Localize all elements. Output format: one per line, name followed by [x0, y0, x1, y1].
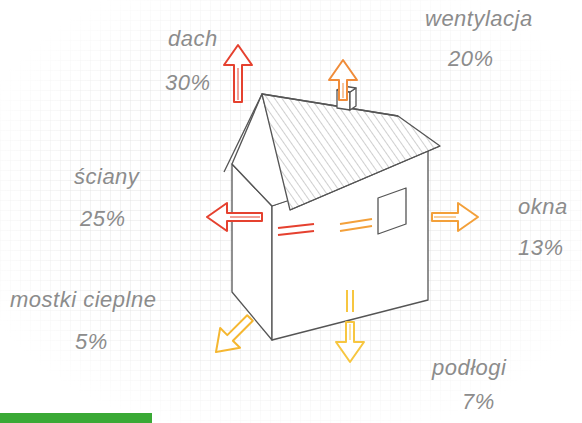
- loss-name: wentylacja: [425, 6, 533, 32]
- loss-name: okna: [518, 194, 568, 220]
- heat-loss-arrows: [207, 45, 478, 362]
- loss-percent: 20%: [448, 46, 494, 72]
- loss-percent: 30%: [165, 70, 211, 96]
- loss-name: dach: [168, 26, 218, 52]
- loss-percent: 5%: [75, 329, 108, 355]
- loss-percent: 7%: [462, 389, 495, 415]
- loss-percent: 13%: [518, 235, 564, 261]
- green-bar: [0, 413, 152, 423]
- loss-name: mostki cieplne: [10, 287, 156, 313]
- loss-percent: 25%: [80, 206, 126, 232]
- loss-name: podłogi: [432, 355, 506, 381]
- loss-name: ściany: [74, 164, 139, 190]
